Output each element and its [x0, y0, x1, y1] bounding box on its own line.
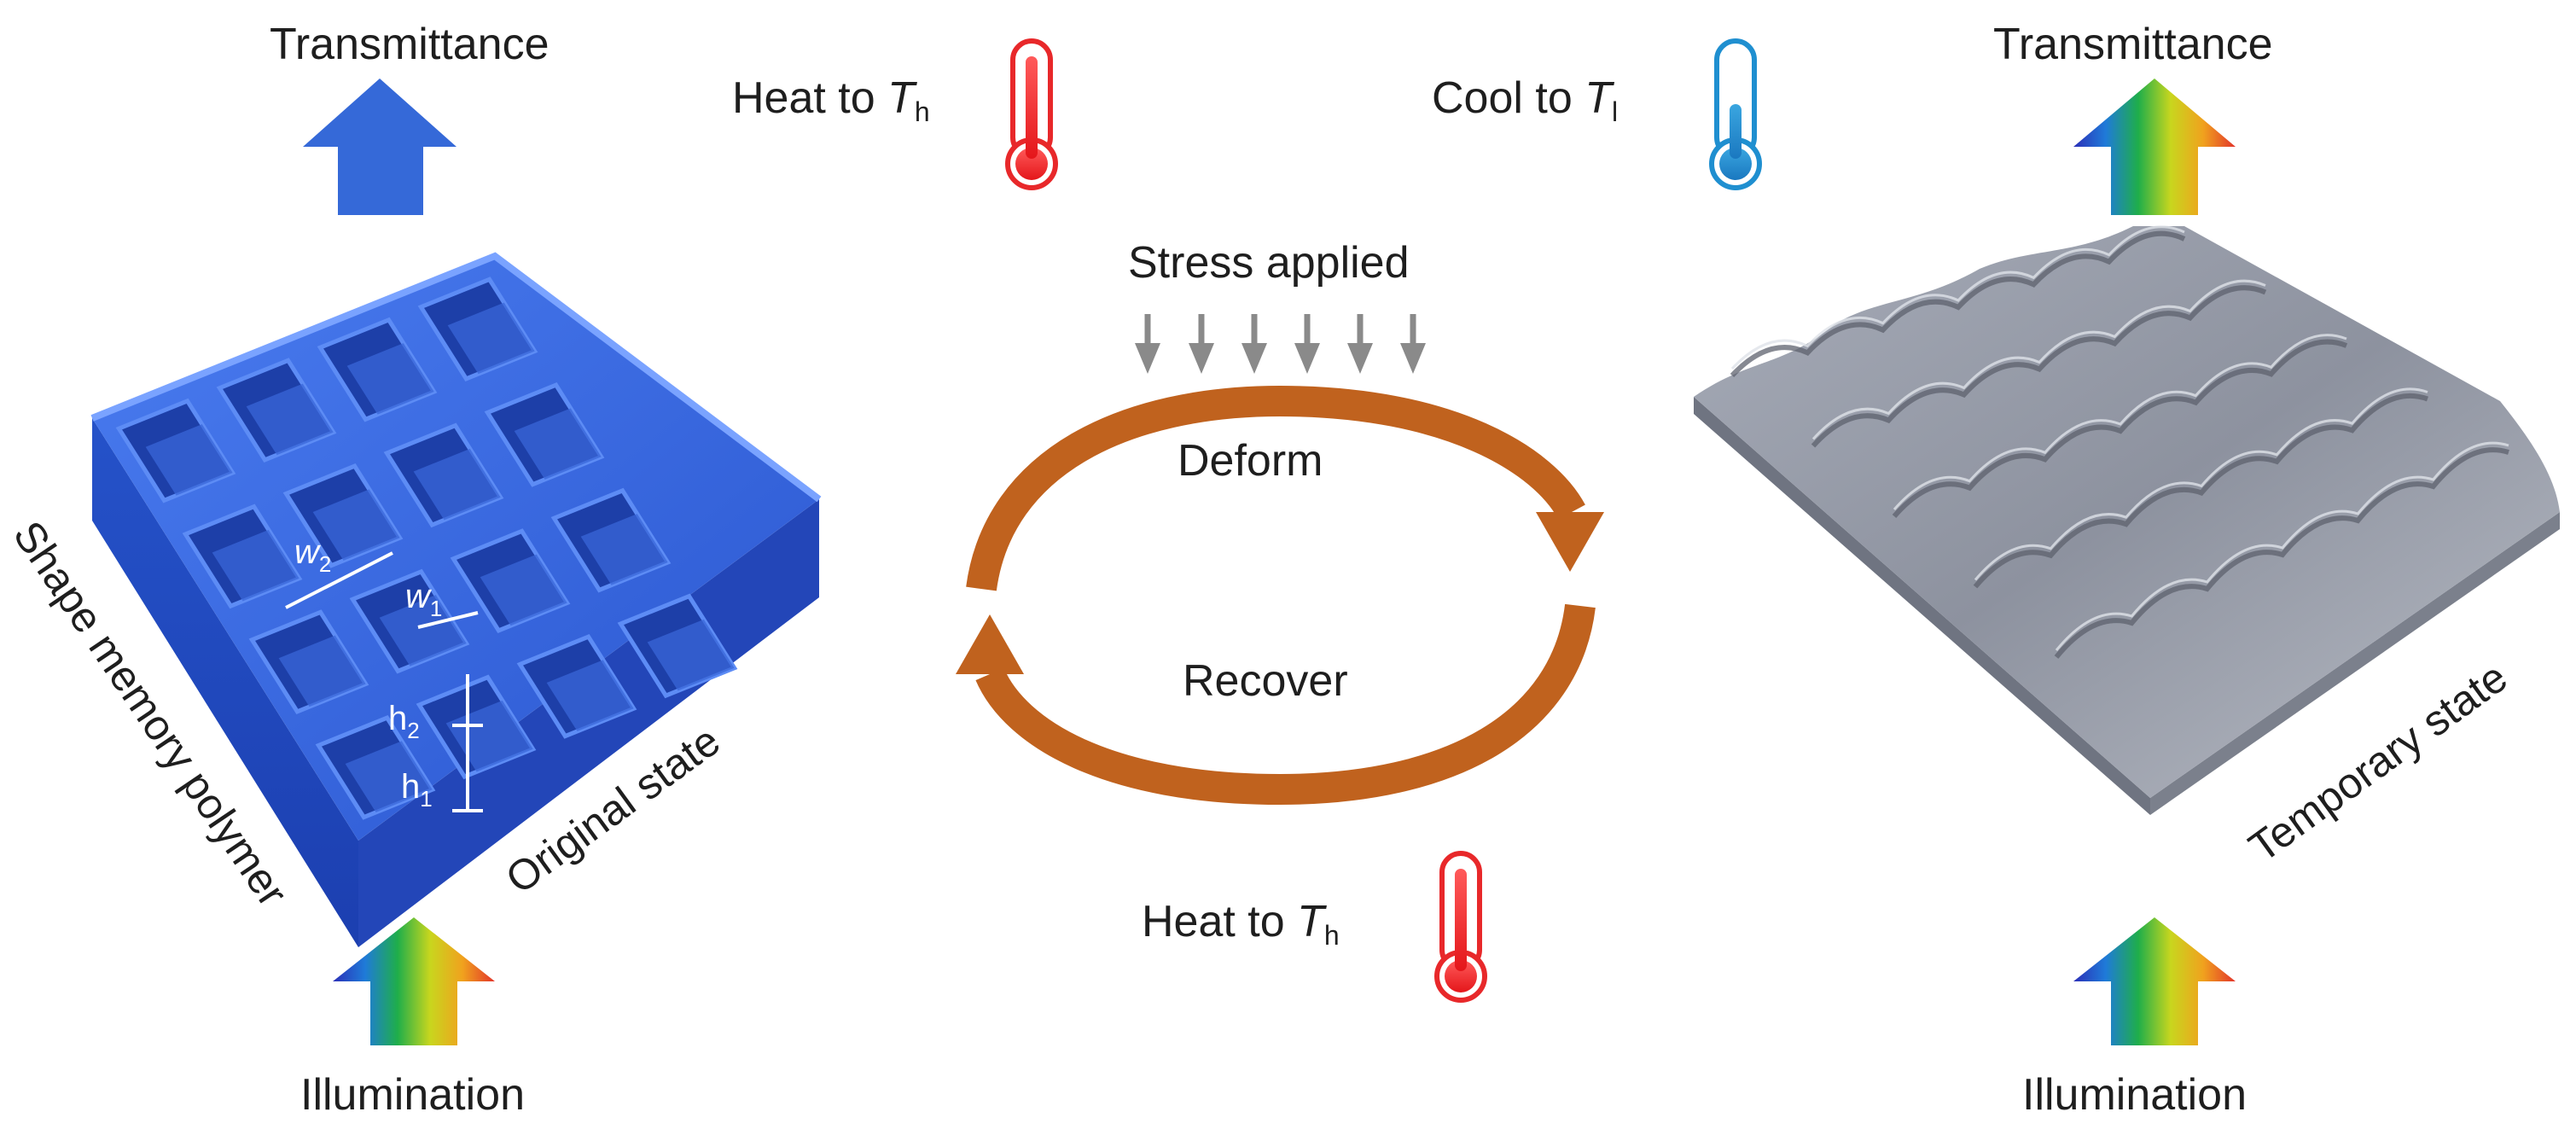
surface-ridge [1730, 230, 2186, 378]
left-transmittance-label: Transmittance [270, 20, 550, 69]
polymer-cell-floor [346, 343, 434, 415]
arrow-down-icon [1241, 343, 1267, 374]
polymer-cell-floor [379, 595, 467, 666]
transmittance-arrow-blue-icon [303, 79, 456, 215]
polymer-cell-floor [212, 529, 299, 602]
polymer-cell-floor [447, 302, 535, 375]
shape-memory-polymer-block: w2 w1 h2 h1 [90, 252, 822, 947]
dim-w1-label: w1 [405, 578, 442, 621]
dim-h2-label: h2 [388, 700, 420, 743]
surface-ridge [1892, 339, 2348, 518]
polymer-cell-floor [514, 408, 602, 480]
thermometer-hot-bottom-icon [1434, 851, 1487, 1003]
deform-arrowhead-icon [1536, 512, 1604, 572]
polymer-cell-floor [345, 741, 433, 812]
arrow-down-icon [1400, 343, 1426, 374]
stress-applied-label: Stress applied [1128, 238, 1410, 288]
polymer-cell-floor [580, 514, 668, 585]
arrow-down-icon [1347, 343, 1373, 374]
surface-ridge [2054, 447, 2509, 659]
surface-ridge [1811, 285, 2267, 448]
deform-label: Deform [1178, 436, 1323, 486]
thermometer-hot-top-icon [1005, 38, 1058, 190]
surface-ridge-highlight [1893, 334, 2347, 510]
right-transmittance-label: Transmittance [1993, 20, 2273, 69]
dim-h1-label: h1 [401, 768, 433, 812]
cool-top-label: Cool to Tl [1432, 73, 1619, 127]
left-illumination-label: Illumination [300, 1070, 526, 1120]
transmittance-arrow-right-icon [2073, 79, 2236, 215]
polymer-cell-floor [546, 660, 634, 731]
deform-recover-cycle [956, 385, 1604, 806]
heat-bottom-label: Heat to Th [1142, 897, 1340, 951]
arrow-down-icon [1294, 343, 1320, 374]
polymer-cell-floor [312, 489, 400, 561]
polymer-cell-floor [413, 448, 501, 521]
arrow-down-icon [1189, 343, 1214, 374]
thermometer-cold-top-icon [1709, 38, 1762, 190]
heat-top-label: Heat to Th [732, 73, 930, 127]
surface-ridges [1730, 225, 2509, 659]
recover-arrowhead-icon [956, 614, 1024, 674]
polymer-cell-floor [480, 554, 567, 626]
dimension-lines [285, 551, 483, 812]
surface-ridge [1973, 393, 2429, 589]
polymer-cell-floor [647, 619, 735, 691]
surface-ridge-highlight [1811, 279, 2266, 440]
polymer-cell-floor [145, 424, 233, 496]
stress-arrows [1135, 314, 1426, 374]
surface-ridge-highlight [2055, 441, 2509, 651]
recover-label: Recover [1183, 656, 1348, 706]
polymer-cell-floor [246, 383, 334, 456]
polymer-cell-grid [115, 276, 738, 820]
surface-ridge-highlight [1730, 225, 2185, 370]
surface-ridge-highlight [1974, 387, 2428, 581]
temporary-state-sheet [1694, 225, 2560, 815]
right-illumination-label: Illumination [2022, 1070, 2247, 1120]
dim-w2-label: w2 [294, 533, 331, 577]
illumination-arrow-right-icon [2073, 917, 2236, 1045]
polymer-cell-floor [278, 635, 366, 707]
illumination-arrow-left-icon [333, 917, 495, 1045]
arrow-down-icon [1135, 343, 1160, 374]
